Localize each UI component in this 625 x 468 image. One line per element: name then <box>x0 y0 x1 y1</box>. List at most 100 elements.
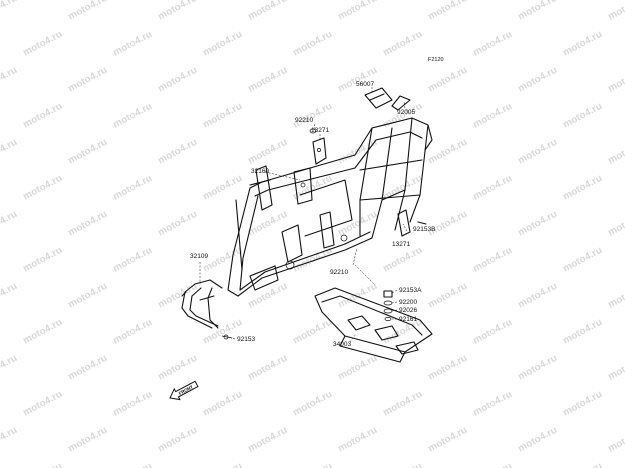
watermark-text: moto4.ru <box>201 173 244 203</box>
watermark-text: moto4.ru <box>426 209 469 239</box>
watermark-text: moto4.ru <box>336 137 379 167</box>
watermark-text: moto4.ru <box>426 425 469 455</box>
watermark-text: moto4.ru <box>66 65 109 95</box>
watermark-text: moto4.ru <box>0 425 19 455</box>
watermark-text: moto4.ru <box>606 137 625 167</box>
watermark-text: moto4.ru <box>561 101 604 131</box>
watermark-text: moto4.ru <box>246 425 289 455</box>
watermark-text: moto4.ru <box>561 173 604 203</box>
main-frame-drawing <box>227 117 433 297</box>
part-label-92161: 92161 <box>399 316 417 323</box>
part-label-34003: 34003 <box>333 341 351 348</box>
part-label-32160: 32160 <box>251 168 269 175</box>
watermark-text: moto4.ru <box>0 137 19 167</box>
watermark-text: moto4.ru <box>426 353 469 383</box>
watermark-text: moto4.ru <box>606 425 625 455</box>
watermark-text: moto4.ru <box>471 173 514 203</box>
watermark-text: moto4.ru <box>426 65 469 95</box>
part-label-32109: 32109 <box>190 253 208 260</box>
watermark-text: moto4.ru <box>336 281 379 311</box>
watermark-text: moto4.ru <box>561 29 604 59</box>
skid-plate-34003-drawing <box>314 287 433 363</box>
watermark-text: moto4.ru <box>516 0 559 23</box>
watermark-text: moto4.ru <box>291 245 334 275</box>
watermark-text: moto4.ru <box>201 29 244 59</box>
watermark-text: moto4.ru <box>111 245 154 275</box>
front-arrow: FRONT <box>169 380 199 401</box>
front-arrow-label: FRONT <box>178 384 194 396</box>
watermark-text: moto4.ru <box>156 209 199 239</box>
watermark-text: moto4.ru <box>426 137 469 167</box>
part-label-56007: 56007 <box>356 81 374 88</box>
watermark-text: moto4.ru <box>246 0 289 23</box>
part-label-92153a: 92153A <box>399 287 422 294</box>
watermark-text: moto4.ru <box>66 209 109 239</box>
watermark-text: moto4.ru <box>0 353 19 383</box>
bracket-13271-right-drawing <box>397 209 427 237</box>
watermark-text: moto4.ru <box>381 461 424 468</box>
watermark-text: moto4.ru <box>381 389 424 419</box>
watermark-text: moto4.ru <box>66 0 109 23</box>
watermark-text: moto4.ru <box>516 425 559 455</box>
watermark-text: moto4.ru <box>66 425 109 455</box>
figure-code: F2120 <box>428 57 444 63</box>
watermark-text: moto4.ru <box>111 29 154 59</box>
watermark-text: moto4.ru <box>21 389 64 419</box>
watermark-text: moto4.ru <box>0 65 19 95</box>
watermark-text: moto4.ru <box>471 389 514 419</box>
watermark-text: moto4.ru <box>0 0 19 23</box>
watermark-text: moto4.ru <box>111 173 154 203</box>
watermark-text: moto4.ru <box>606 353 625 383</box>
watermark-text: moto4.ru <box>66 137 109 167</box>
watermark-text: moto4.ru <box>111 389 154 419</box>
watermark-text: moto4.ru <box>201 389 244 419</box>
watermark-text: moto4.ru <box>111 101 154 131</box>
clamp-56007-drawing <box>364 87 411 111</box>
watermark-text: moto4.ru <box>336 425 379 455</box>
watermark-text: moto4.ru <box>606 65 625 95</box>
watermark-text: moto4.ru <box>516 65 559 95</box>
part-label-92005: 92005 <box>397 109 415 116</box>
watermark-text: moto4.ru <box>21 29 64 59</box>
part-label-13271-right: 13271 <box>392 241 410 248</box>
watermark-text: moto4.ru <box>471 245 514 275</box>
watermark-text: moto4.ru <box>156 0 199 23</box>
part-label-92153b: 92153B <box>413 226 435 233</box>
watermark-text: moto4.ru <box>471 29 514 59</box>
watermark-text: moto4.ru <box>21 245 64 275</box>
watermark-text: moto4.ru <box>21 101 64 131</box>
watermark-text: moto4.ru <box>471 461 514 468</box>
watermark-text: moto4.ru <box>606 209 625 239</box>
watermark-text: moto4.ru <box>561 245 604 275</box>
watermark-text: moto4.ru <box>516 281 559 311</box>
watermark-text: moto4.ru <box>426 281 469 311</box>
watermark-text: moto4.ru <box>291 461 334 468</box>
watermark-text: moto4.ru <box>201 101 244 131</box>
part-label-13271-top: 13271 <box>311 127 329 134</box>
watermark-text: moto4.ru <box>21 173 64 203</box>
watermark-text: moto4.ru <box>606 0 625 23</box>
part-label-92210-top: 92210 <box>295 117 313 124</box>
watermark-text: moto4.ru <box>66 281 109 311</box>
watermark-text: moto4.ru <box>246 353 289 383</box>
watermark-text: moto4.ru <box>246 65 289 95</box>
watermark-text: moto4.ru <box>426 0 469 23</box>
watermark-text: moto4.ru <box>291 389 334 419</box>
watermark-text: moto4.ru <box>66 353 109 383</box>
watermark-text: moto4.ru <box>381 29 424 59</box>
bumper-32109-drawing <box>181 279 233 340</box>
part-label-92026: 92026 <box>399 307 417 314</box>
watermark-text: moto4.ru <box>156 425 199 455</box>
watermark-text: moto4.ru <box>246 137 289 167</box>
watermark-text: moto4.ru <box>471 317 514 347</box>
watermark-text: moto4.ru <box>0 281 19 311</box>
watermark-text: moto4.ru <box>291 317 334 347</box>
watermark-text: moto4.ru <box>336 353 379 383</box>
leader-lines <box>199 87 408 343</box>
watermark-text: moto4.ru <box>516 209 559 239</box>
bracket-13271-top-drawing <box>309 128 327 165</box>
watermark-text: moto4.ru <box>336 0 379 23</box>
watermark-text: moto4.ru <box>156 137 199 167</box>
watermark-text: moto4.ru <box>381 245 424 275</box>
